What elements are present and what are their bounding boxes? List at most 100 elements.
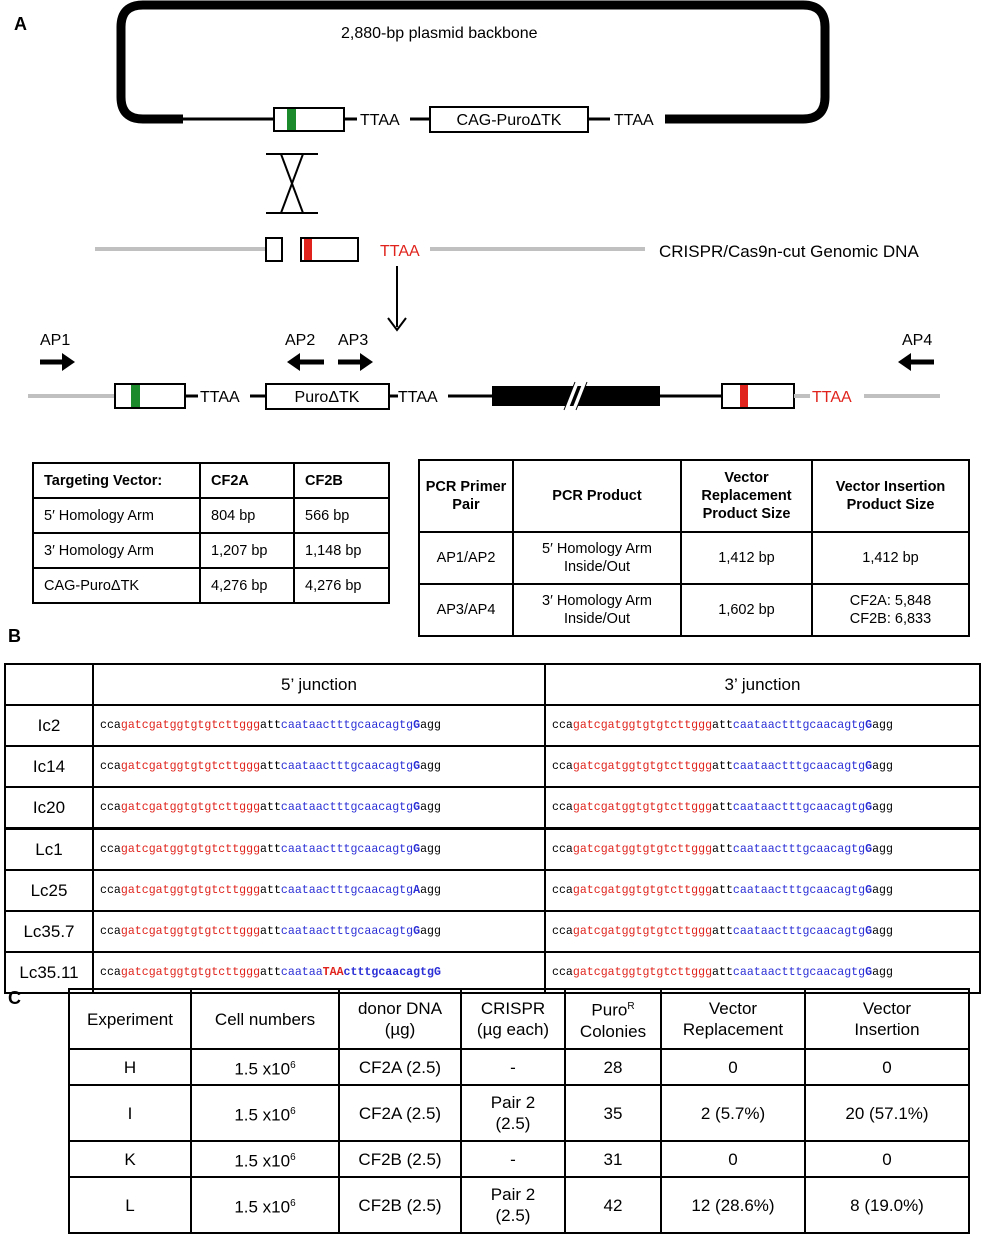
- genomic-box-right: [300, 237, 359, 262]
- table-cell: 1,207 bp: [199, 532, 295, 569]
- table-cell: 5′ Homology Arm Inside/Out: [512, 531, 682, 585]
- table-cell: AP1/AP2: [418, 531, 514, 585]
- red-mark-bottom: [740, 385, 748, 407]
- sequence-3: ccagatcgatggtgtgtcttgggattcaataactttgcaa…: [544, 745, 981, 788]
- ttaa-bottom-1: TTAA: [200, 389, 240, 406]
- table-row: K 1.5 x106 CF2B (2.5) - 31 0 0: [68, 1140, 970, 1178]
- ttaa-genomic: TTAA: [380, 243, 420, 260]
- junction-sequence-table: 5’ junction 3’ junction Ic2 ccagatcgatgg…: [4, 663, 981, 994]
- insertion-cf2a: CF2A: 5,848: [849, 593, 932, 609]
- table-cell: 1,412 bp: [680, 531, 813, 585]
- panel-label-a: A: [14, 14, 27, 34]
- table-cell: L: [68, 1176, 192, 1234]
- header-cell: PCR Primer Pair: [418, 459, 514, 533]
- table-cell: 1.5 x106: [190, 1140, 340, 1178]
- primer-ap4-arrow: [898, 353, 911, 371]
- header-cell: donor DNA(µg): [338, 988, 462, 1050]
- table-cell: 5′ Homology Arm: [32, 497, 201, 534]
- header-cell: Vector Replacement Product Size: [680, 459, 813, 533]
- sequence-3: ccagatcgatggtgtgtcttgggattcaataactttgcaa…: [544, 869, 981, 912]
- sequence-3: ccagatcgatggtgtgtcttgggattcaataactttgcaa…: [544, 951, 981, 994]
- sequence-5: ccagatcgatggtgtgtcttgggattcaataactttgcaa…: [92, 827, 546, 871]
- table-cell: 1,148 bp: [293, 532, 390, 569]
- primer-ap2-label: AP2: [285, 332, 315, 349]
- table-cell: 3′ Homology Arm: [32, 532, 201, 569]
- table-cell: 0: [804, 1048, 970, 1086]
- table-cell: Pair 2(2.5): [460, 1176, 566, 1234]
- table-cell: Pair 2(2.5): [460, 1084, 566, 1142]
- table-cell: 0: [804, 1140, 970, 1178]
- table-row: L 1.5 x106 CF2B (2.5) Pair 2(2.5) 42 12 …: [68, 1176, 970, 1234]
- table-row: Lc35.11 ccagatcgatggtgtgtcttgggattcaataa…: [4, 951, 981, 994]
- header-5-junction: 5’ junction: [92, 663, 546, 706]
- green-mark-bottom: [131, 385, 140, 407]
- table-cell: 8 (19.0%): [804, 1176, 970, 1234]
- table-cell: H: [68, 1048, 192, 1086]
- left-homology-box-bottom: [114, 383, 186, 409]
- right-homology-box-bottom: [721, 383, 795, 409]
- sequence-5: ccagatcgatggtgtgtcttgggattcaataactttgcaa…: [92, 786, 546, 830]
- puro-cassette-box: [265, 383, 390, 410]
- primer-ap3-arrow: [360, 353, 373, 371]
- clone-name: Lc1: [4, 827, 94, 871]
- primer-ap2-arrow: [287, 353, 300, 371]
- table-cell: 566 bp: [293, 497, 390, 534]
- experiment-table: Experiment Cell numbers donor DNA(µg) CR…: [68, 988, 970, 1234]
- insertion-cf2b: CF2B: 6,833: [849, 611, 932, 627]
- green-mark-top: [287, 109, 296, 130]
- puro-cassette-label: PuroΔTK: [295, 389, 360, 406]
- table-row: H 1.5 x106 CF2A (2.5) - 28 0 0: [68, 1048, 970, 1086]
- header-cell: CF2A: [199, 462, 295, 499]
- clone-name: Lc35.7: [4, 910, 94, 953]
- table-cell: CF2A (2.5): [338, 1084, 462, 1142]
- table-cell: 35: [564, 1084, 662, 1142]
- table-row: AP3/AP4 3′ Homology Arm Inside/Out 1,602…: [418, 583, 970, 637]
- table-cell: AP3/AP4: [418, 583, 514, 637]
- table-row: 5′ Homology Arm 804 bp 566 bp: [32, 497, 390, 534]
- primer-ap4-label: AP4: [902, 332, 932, 349]
- table-cell: I: [68, 1084, 192, 1142]
- pcr-primer-table: PCR Primer Pair PCR Product Vector Repla…: [418, 459, 970, 637]
- primer-ap1-arrow: [62, 353, 75, 371]
- table-cell: 42: [564, 1176, 662, 1234]
- table-cell: CF2A (2.5): [338, 1048, 462, 1086]
- table-cell: 4,276 bp: [199, 567, 295, 604]
- table-header-row: Experiment Cell numbers donor DNA(µg) CR…: [68, 988, 970, 1050]
- table-cell: CF2B (2.5): [338, 1176, 462, 1234]
- table-row: Ic20 ccagatcgatggtgtgtcttgggattcaataactt…: [4, 786, 981, 830]
- table-row: CAG-PuroΔTK 4,276 bp 4,276 bp: [32, 567, 390, 604]
- header-3-junction: 3’ junction: [544, 663, 981, 706]
- table-row: Lc35.7 ccagatcgatggtgtgtcttgggattcaataac…: [4, 910, 981, 953]
- sequence-3: ccagatcgatggtgtgtcttgggattcaataactttgcaa…: [544, 827, 981, 871]
- table-cell: 2 (5.7%): [660, 1084, 806, 1142]
- table-cell: 0: [660, 1140, 806, 1178]
- table-row: Lc25 ccagatcgatggtgtgtcttgggattcaataactt…: [4, 869, 981, 912]
- red-mark-genomic: [304, 239, 312, 260]
- left-homology-box-top: [273, 107, 345, 132]
- primer-ap3-label: AP3: [338, 332, 368, 349]
- table-row: Ic2 ccagatcgatggtgtgtcttgggattcaataacttt…: [4, 704, 981, 747]
- clone-name: Ic2: [4, 704, 94, 747]
- table-row: 3′ Homology Arm 1,207 bp 1,148 bp: [32, 532, 390, 569]
- clone-name: Lc35.11: [4, 951, 94, 994]
- table-cell: 0: [660, 1048, 806, 1086]
- table-cell: 1,412 bp: [811, 531, 970, 585]
- targeting-diagram: 2,880-bp plasmid backbone TTAA CAG-PuroΔ…: [28, 0, 940, 411]
- sequence-3: ccagatcgatggtgtgtcttgggattcaataactttgcaa…: [544, 704, 981, 747]
- table-row: Ic14 ccagatcgatggtgtgtcttgggattcaataactt…: [4, 745, 981, 788]
- table-cell: K: [68, 1140, 192, 1178]
- genomic-label: CRISPR/Cas9n-cut Genomic DNA: [659, 242, 919, 261]
- sequence-5: ccagatcgatggtgtgtcttgggattcaataactttgcaa…: [92, 869, 546, 912]
- table-cell: 804 bp: [199, 497, 295, 534]
- ttaa-bottom-red: TTAA: [812, 389, 852, 406]
- table-cell: 1.5 x106: [190, 1084, 340, 1142]
- table-row: AP1/AP2 5′ Homology Arm Inside/Out 1,412…: [418, 531, 970, 585]
- targeting-vector-table: Targeting Vector: CF2A CF2B 5′ Homology …: [32, 462, 390, 604]
- clone-name: Ic14: [4, 745, 94, 788]
- sequence-5: ccagatcgatggtgtgtcttgggattcaataactttgcaa…: [92, 910, 546, 953]
- backbone-label: 2,880-bp plasmid backbone: [341, 25, 538, 42]
- table-cell: CF2B (2.5): [338, 1140, 462, 1178]
- sequence-3: ccagatcgatggtgtgtcttgggattcaataactttgcaa…: [544, 786, 981, 830]
